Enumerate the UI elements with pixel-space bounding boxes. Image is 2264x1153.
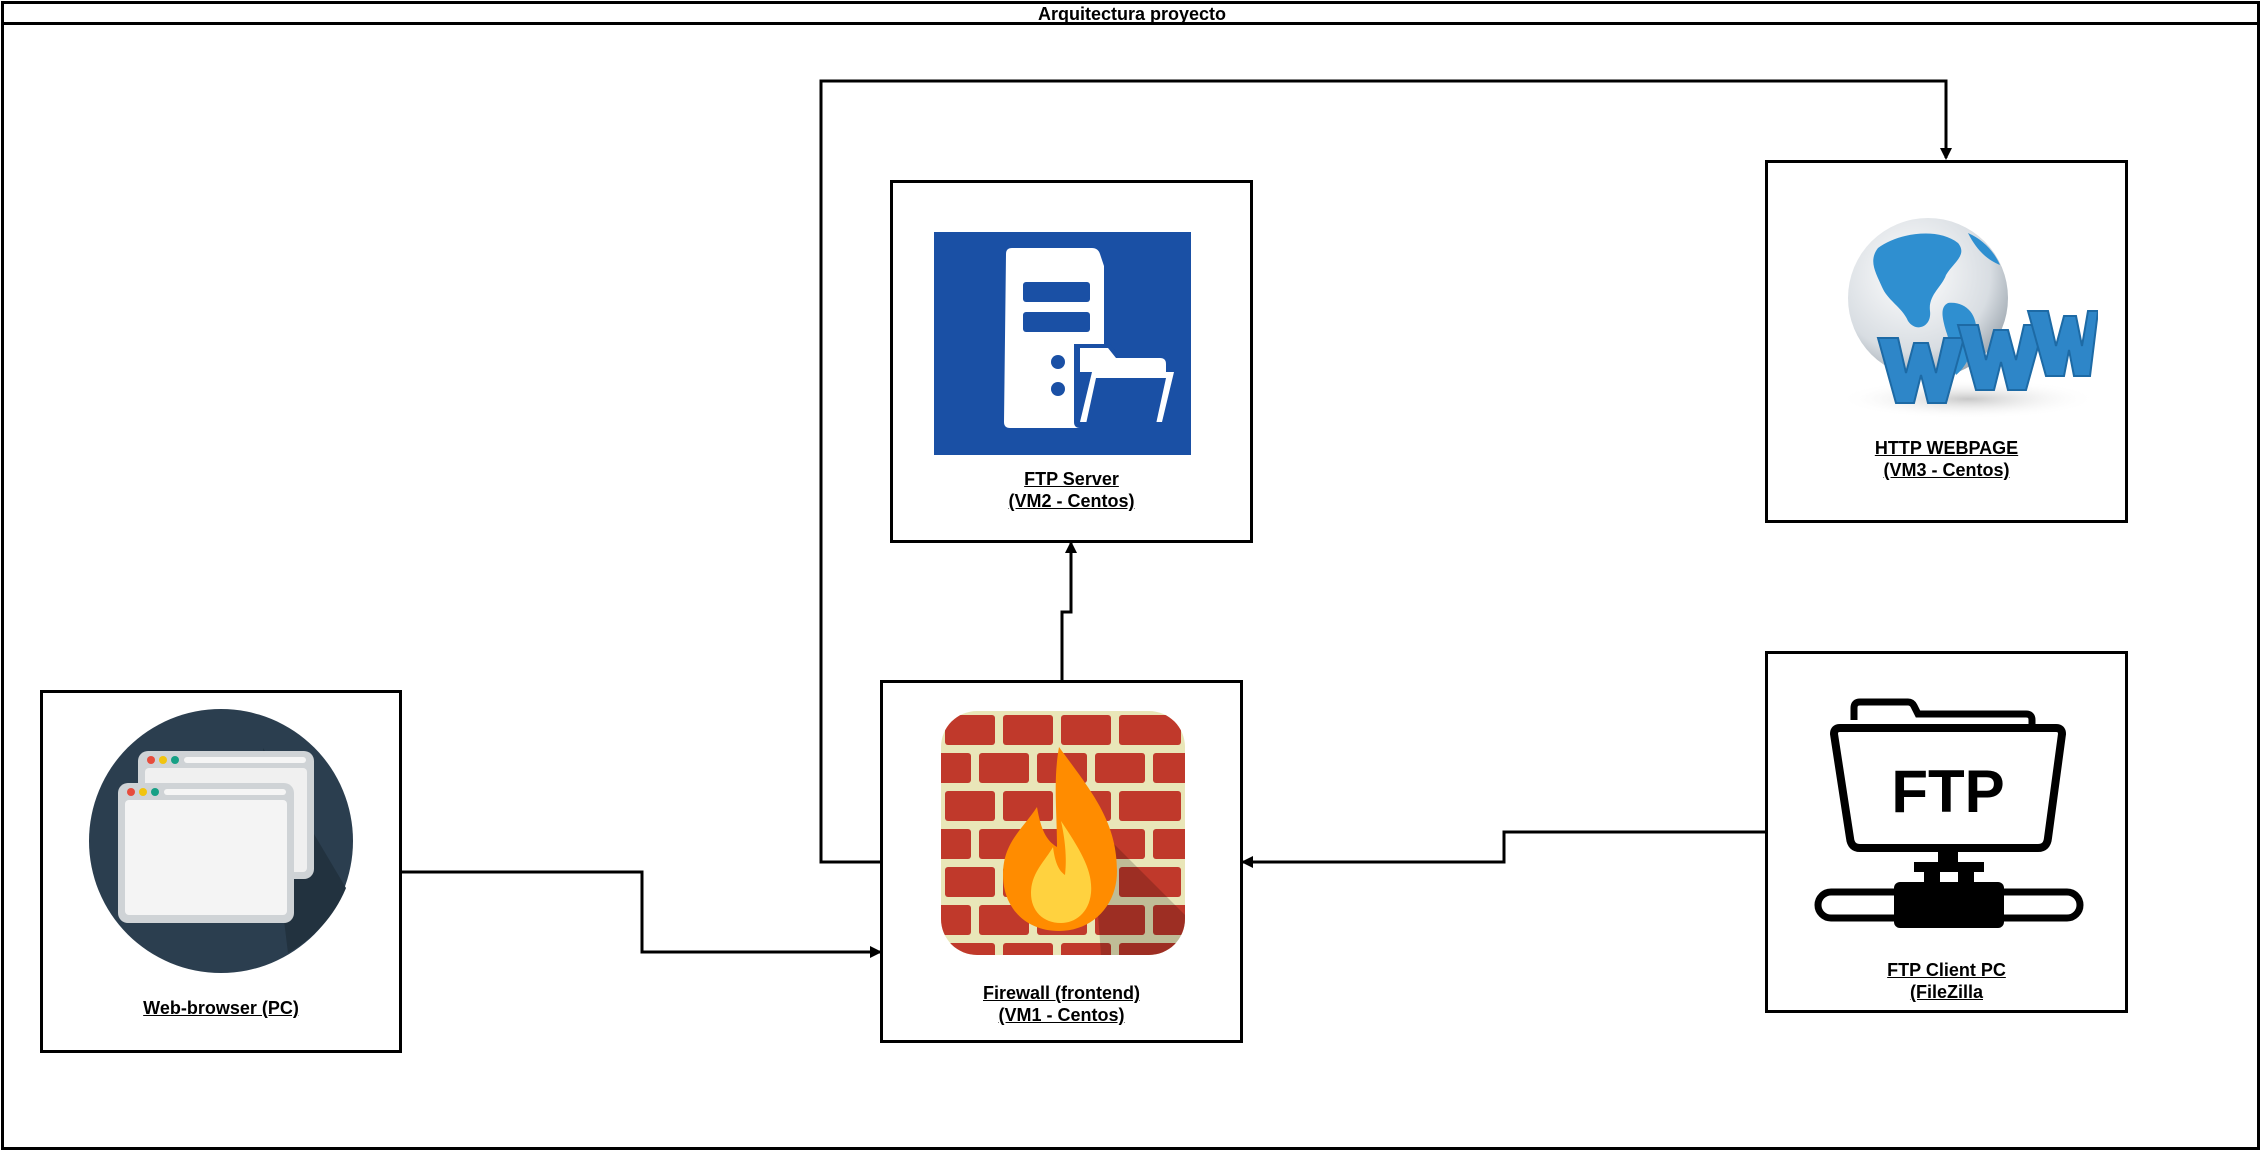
firewall-label-line1: Firewall (frontend) xyxy=(983,983,1140,1003)
ftp-folder-icon: FTP xyxy=(1814,698,2084,928)
ftp-server-label-line1: FTP Server xyxy=(1024,469,1119,489)
ftp-server-label-line2: (VM2 - Centos) xyxy=(1008,491,1135,511)
diagram-title: Arquitectura proyecto xyxy=(1037,4,1227,24)
web-browser-label-line1: Web-browser (PC) xyxy=(143,998,299,1018)
edge-ftp-client-to-firewall xyxy=(1241,830,1765,868)
edge-firewall-to-ftp-server xyxy=(1060,541,1077,681)
firewall-label-line2: (VM1 - Centos) xyxy=(998,1005,1125,1025)
node-http-webpage[interactable]: HTTP WEBPAGE (VM3 - Centos) xyxy=(1765,160,2128,523)
edge-browser-to-firewall xyxy=(402,870,882,958)
node-firewall[interactable]: Firewall (frontend) (VM1 - Centos) xyxy=(880,680,1243,1043)
node-web-browser[interactable]: Web-browser (PC) xyxy=(40,690,402,1053)
edge-firewall-to-http-webpage xyxy=(819,79,1952,864)
ftp-client-label-line1: FTP Client PC xyxy=(1887,960,2006,980)
node-ftp-client[interactable]: FTP FTP Client PC (FileZilla xyxy=(1765,651,2128,1013)
ftp-server-label: FTP Server (VM2 - Centos) xyxy=(893,468,1250,512)
ftp-server-icon xyxy=(934,232,1191,455)
http-webpage-label-line1: HTTP WEBPAGE xyxy=(1874,438,2019,458)
node-ftp-server[interactable]: FTP Server (VM2 - Centos) xyxy=(890,180,1253,543)
firewall-icon xyxy=(941,711,1185,955)
web-browser-label: Web-browser (PC) xyxy=(43,997,399,1019)
http-webpage-label: HTTP WEBPAGE (VM3 - Centos) xyxy=(1768,437,2125,481)
diagram-header xyxy=(1,1,2260,25)
ftp-folder-text: FTP xyxy=(1891,758,2004,825)
www-globe-icon xyxy=(1838,218,2098,419)
ftp-client-label-line2: (FileZilla xyxy=(1909,982,1983,1002)
firewall-label: Firewall (frontend) (VM1 - Centos) xyxy=(883,982,1240,1026)
browser-windows-icon xyxy=(89,709,353,973)
http-webpage-label-line2: (VM3 - Centos) xyxy=(1883,460,2010,480)
ftp-client-label: FTP Client PC (FileZilla xyxy=(1768,959,2125,1003)
